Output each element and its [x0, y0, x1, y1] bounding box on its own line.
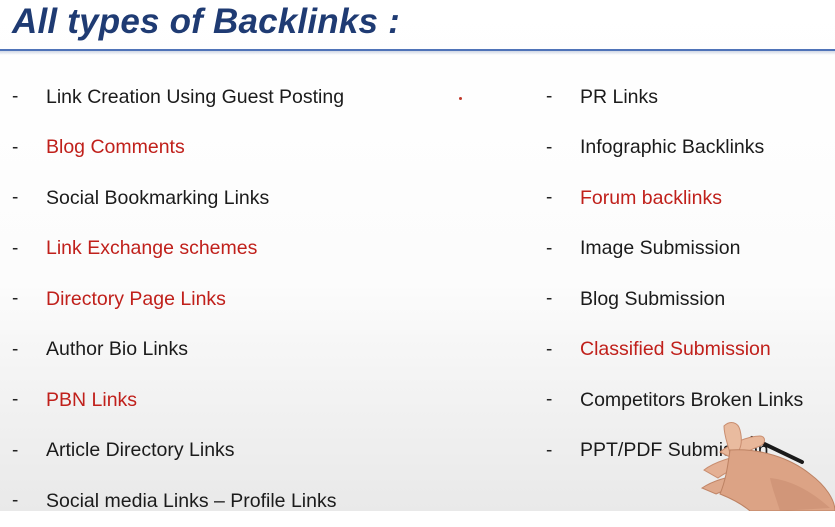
list-item-text: Article Directory Links: [46, 439, 235, 462]
bullet-dash: -: [12, 338, 19, 360]
list-item: - Classified Submission: [546, 325, 831, 376]
list-item-text: Social Bookmarking Links: [46, 186, 270, 209]
right-backlink-list: - PR Links - Infographic Backlinks - Forum …: [546, 72, 831, 476]
bullet-dash: -: [12, 187, 19, 209]
list-item-text: Social media Links – Profile Links: [46, 489, 337, 512]
list-item-text: Infographic Backlinks: [580, 136, 765, 159]
bullet-dash: -: [12, 136, 19, 158]
list-item: - Infographic Backlinks: [546, 123, 831, 174]
list-item: - Directory Page Links: [12, 274, 522, 325]
list-item: - Competitors Broken Links: [546, 375, 831, 426]
bullet-dash: -: [546, 288, 553, 310]
finger-ring: [700, 473, 753, 495]
list-item: - Author Bio Links: [12, 325, 522, 376]
bullet-dash: -: [546, 237, 553, 259]
stray-dot: [459, 97, 462, 100]
list-item-text: Blog Comments: [46, 136, 185, 159]
title-underline: [0, 49, 835, 51]
list-item: - Blog Submission: [546, 274, 831, 325]
bullet-dash: -: [546, 136, 553, 158]
list-item: - Blog Comments: [12, 123, 522, 174]
list-item: - Link Creation Using Guest Posting: [12, 72, 522, 123]
list-item: - Social media Links – Profile Links: [12, 476, 522, 527]
list-item-text: PR Links: [580, 85, 659, 108]
list-item-text: Classified Submission: [580, 338, 771, 361]
bullet-dash: -: [12, 237, 19, 259]
list-item-text: Author Bio Links: [46, 338, 188, 361]
list-item-text: Blog Submission: [580, 287, 726, 310]
bullet-dash: -: [12, 288, 19, 310]
bullet-dash: -: [546, 187, 553, 209]
list-item-text: Competitors Broken Links: [580, 388, 804, 411]
list-item: - PR Links: [546, 72, 831, 123]
bullet-dash: -: [12, 490, 19, 512]
list-item: - Link Exchange schemes: [12, 224, 522, 275]
list-item-text: PBN Links: [46, 388, 138, 411]
list-item-text: Image Submission: [580, 237, 741, 260]
list-item-text: Directory Page Links: [46, 287, 226, 310]
list-item: - Image Submission: [546, 224, 831, 275]
list-item-text: PPT/PDF Submission: [580, 439, 769, 462]
bullet-dash: -: [546, 389, 553, 411]
left-backlink-list: - Link Creation Using Guest Posting - Blog…: [12, 72, 522, 527]
bullet-dash: -: [12, 439, 19, 461]
bullet-dash: -: [12, 389, 19, 411]
list-item: - Social Bookmarking Links: [12, 173, 522, 224]
bullet-dash: -: [546, 86, 553, 108]
bullet-dash: -: [546, 338, 553, 360]
bullet-dash: -: [12, 86, 19, 108]
palm-shadow: [770, 478, 830, 511]
list-item-text: Forum backlinks: [580, 186, 722, 209]
slide-title: All types of Backlinks :: [12, 2, 400, 41]
list-item: - Article Directory Links: [12, 426, 522, 477]
list-item: - PPT/PDF Submission: [546, 426, 831, 477]
list-item-text: Link Creation Using Guest Posting: [46, 85, 345, 108]
list-item: - PBN Links: [12, 375, 522, 426]
title-underline-shadow: [0, 51, 835, 55]
list-item: - Forum backlinks: [546, 173, 831, 224]
list-item-text: Link Exchange schemes: [46, 237, 258, 260]
bullet-dash: -: [546, 439, 553, 461]
